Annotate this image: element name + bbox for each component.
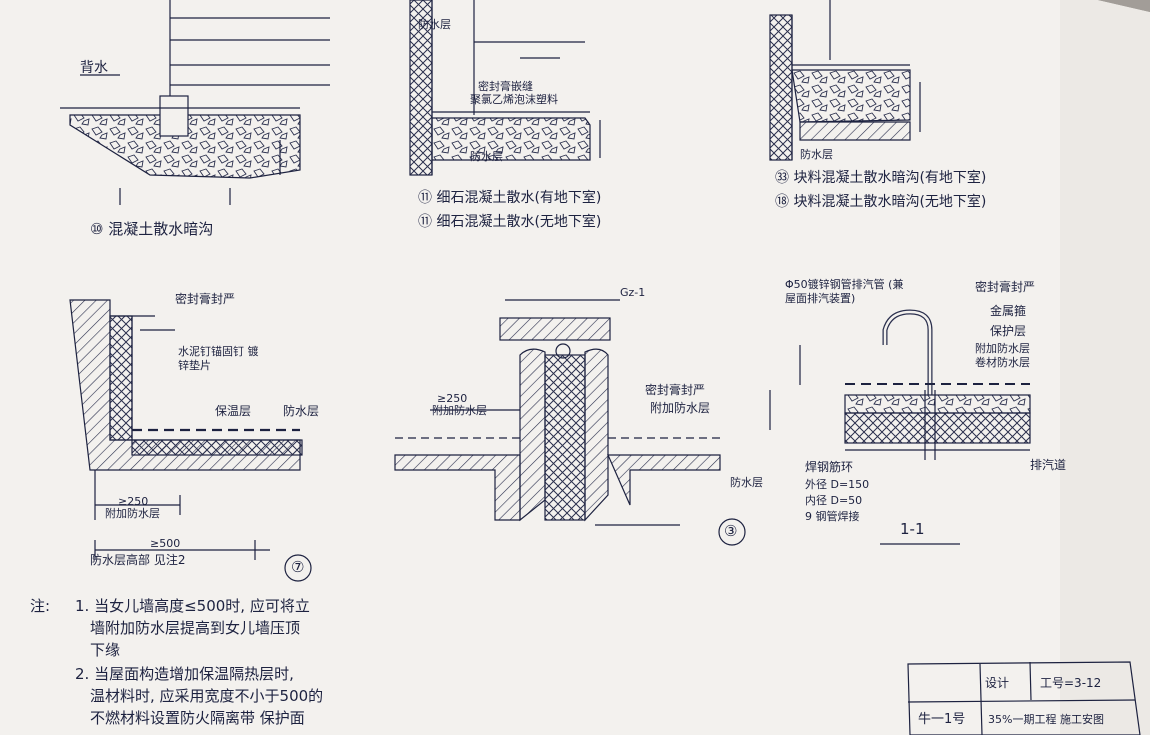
section-1-1: 1-1 — [900, 520, 925, 538]
label-ganguan-4: 9 钢管焊接 — [805, 510, 860, 523]
label-mifeng-gaofengdu: 密封膏嵌缝 — [478, 80, 533, 93]
title-block — [907, 661, 1141, 735]
title-block-design: 设计 — [985, 676, 1010, 690]
note-title: 注: — [30, 597, 51, 615]
label-fangshui-rangle: 防水层高部 见注2 — [90, 553, 186, 567]
note-2a: 2. 当屋面构造增加保温隔热层时, — [75, 665, 294, 683]
label-fangshuiceng-top: 防水层 — [470, 150, 503, 163]
label-gz: Gz-1 — [620, 286, 646, 299]
label-fangshui-ml: 防水层 — [283, 404, 320, 418]
label-fangshui-tr: 防水层 — [800, 148, 833, 161]
label-fujiafangshui: 附加防水层 — [650, 401, 711, 415]
detail-10 — [60, 0, 330, 205]
note-1b: 墙附加防水层提高到女儿墙压顶 — [90, 619, 301, 637]
label-pipe: Φ50镀锌钢管排汽管 (兼屋面排汽装置) — [785, 278, 904, 305]
label-baohu: 保护层 — [990, 324, 1027, 338]
note-1a: 1. 当女儿墙高度≤500时, 应可将立 — [75, 597, 310, 615]
label-shuangse: 水泥钉锚固钉 镀锌垫片 — [178, 345, 259, 372]
num-7: ⑦ — [291, 558, 305, 576]
label-paiqi: 排汽道 — [1030, 458, 1067, 472]
detail-8 — [769, 0, 921, 161]
label-juanci: 卷材防水层 — [975, 356, 1030, 369]
title-block-name: 35%一期工程 施工安图 — [988, 713, 1104, 726]
label-fujia3: 附加防水层 — [975, 342, 1030, 355]
label-mifeng-sealant: 密封膏封严 — [175, 292, 236, 306]
label-fujia: 附加防水层 — [105, 507, 160, 520]
label-dim-250b: ≥250 — [437, 392, 468, 405]
label-jinshu: 金属箍 — [990, 304, 1027, 318]
label-dim-500: ≥500 — [150, 537, 181, 550]
label-ganguan-3: 内径 D=50 — [805, 494, 863, 507]
label-baohuceng: 保温层 — [215, 404, 252, 418]
title-block-sheet: 牛一1号 — [918, 712, 966, 727]
note-2b: 温材料时, 应采用宽度不小于500的 — [90, 687, 324, 705]
caption-11b: ⑪ 细石混凝土散水(无地下室) — [418, 214, 602, 230]
caption-8: ㉝ 块料混凝土散水暗沟(有地下室) — [775, 170, 987, 186]
label-beijian: 背水 — [80, 60, 108, 76]
label-fangshui-top: 防水层 — [418, 18, 451, 31]
caption-11: ⑪ 细石混凝土散水(有地下室) — [418, 190, 602, 206]
detail-11 — [409, 0, 601, 176]
note-2c: 不燃材料设置防火隔离带 保护面 — [90, 709, 305, 727]
title-block-job: 工号=3-12 — [1040, 676, 1102, 690]
label-mifeng-gaofeng2: 密封膏封严 — [645, 383, 706, 397]
label-dim-250: ≥250 — [118, 495, 149, 508]
caption-10: ⑩ 混凝土散水暗沟 — [90, 220, 214, 238]
note-1c: 下缘 — [90, 641, 121, 659]
detail-7 — [69, 299, 312, 582]
label-ganguan-1: 焊钢筋环 — [805, 460, 854, 474]
label-mifeng-seal: 密封膏封严 — [975, 280, 1036, 294]
label-mifeng-shuliao: 聚氯乙烯泡沫塑料 — [470, 93, 558, 106]
label-ganguan-2: 外径 D=150 — [805, 478, 870, 491]
label-fangshuiceng-r: 防水层 — [730, 476, 763, 489]
detail-1-1 — [799, 309, 1031, 545]
label-fujia2: 附加防水层 — [432, 404, 487, 417]
caption-8b: ⑱ 块料混凝土散水暗沟(无地下室) — [775, 194, 987, 210]
num-3: ③ — [724, 522, 738, 540]
detail-3 — [394, 299, 771, 546]
